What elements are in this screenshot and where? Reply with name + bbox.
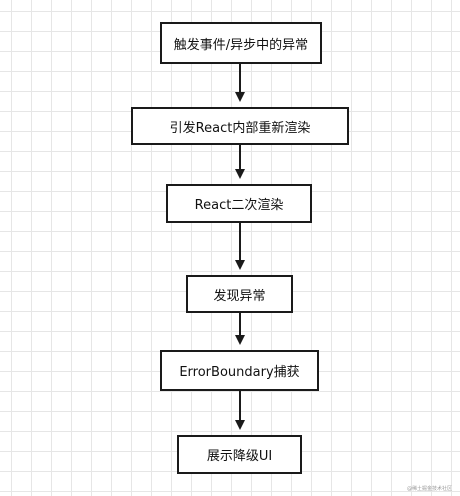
flow-node-fallback-ui: 展示降级UI: [177, 435, 302, 474]
flow-node-detect-error: 发现异常: [186, 275, 293, 313]
flow-node-error-boundary-catch: ErrorBoundary捕获: [160, 350, 319, 391]
flow-node-react-second-render: React二次渲染: [166, 184, 312, 223]
flow-node-trigger-event: 触发事件/异步中的异常: [160, 22, 322, 64]
flow-node-react-rerender: 引发React内部重新渲染: [131, 107, 349, 145]
watermark-text: @稀土掘金技术社区: [406, 486, 452, 492]
